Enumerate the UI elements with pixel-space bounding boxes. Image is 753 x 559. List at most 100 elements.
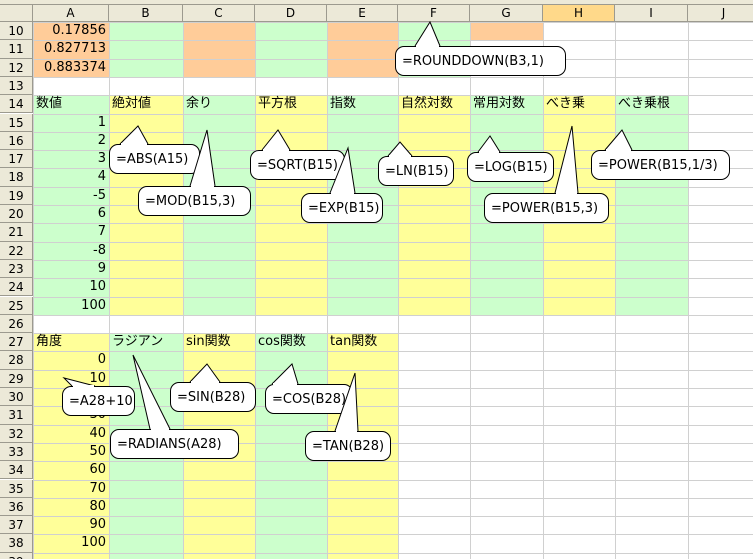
row-header-39[interactable]: 39	[0, 552, 33, 559]
callout-root[interactable]: =POWER(B15,1/3)	[591, 150, 730, 180]
cell-a10[interactable]: 0.17856	[52, 23, 106, 38]
header-cell-e27[interactable]: tan関数	[330, 334, 378, 350]
column-header-h[interactable]: H	[543, 5, 615, 22]
callout-sin[interactable]: =SIN(B28)	[170, 382, 256, 412]
header-cell-b27[interactable]: ラジアン	[112, 334, 164, 350]
header-cell-e14[interactable]: 指数	[330, 96, 357, 112]
header-cell-a27[interactable]: 角度	[36, 334, 63, 350]
callout-cos[interactable]: =COS(B28)	[265, 384, 353, 414]
row-header-34[interactable]: 34	[0, 461, 33, 480]
column-header-c[interactable]: C	[183, 5, 255, 22]
row-header-26[interactable]: 26	[0, 314, 33, 334]
row-header-15[interactable]: 15	[0, 113, 33, 132]
fill-c-top	[183, 22, 255, 77]
cell-a22[interactable]: -8	[93, 242, 106, 258]
callout-log[interactable]: =LOG(B15)	[467, 152, 554, 182]
cell-a19[interactable]: -5	[93, 187, 106, 203]
column-header-d[interactable]: D	[255, 5, 327, 22]
cell-a32[interactable]: 40	[89, 425, 106, 441]
cell-a36[interactable]: 80	[89, 498, 106, 514]
row-header-12[interactable]: 12	[0, 58, 33, 77]
row-header-18[interactable]: 18	[0, 168, 33, 187]
header-cell-i14[interactable]: べき乗根	[618, 96, 671, 112]
callout-abs[interactable]: =ABS(A15)	[109, 144, 200, 174]
callout-radians[interactable]: =RADIANS(A28)	[110, 429, 239, 459]
row-header-14[interactable]: 14	[0, 95, 33, 114]
callout-mod[interactable]: =MOD(B15,3)	[138, 186, 251, 216]
row-header-36[interactable]: 36	[0, 497, 33, 517]
column-header-i[interactable]: I	[615, 5, 688, 22]
cell-a11[interactable]: 0.827713	[43, 41, 106, 57]
header-cell-c14[interactable]: 余り	[186, 96, 213, 112]
cell-a25[interactable]: 100	[81, 297, 106, 313]
callout-power[interactable]: =POWER(B15,3)	[484, 193, 609, 223]
cell-a34[interactable]: 60	[89, 462, 106, 478]
callout-ln[interactable]: =LN(B15)	[378, 156, 454, 186]
select-all-corner[interactable]	[0, 5, 33, 22]
row-header-23[interactable]: 23	[0, 259, 33, 279]
row-header-38[interactable]: 38	[0, 534, 33, 553]
callout-tan[interactable]: =TAN(B28)	[305, 431, 391, 461]
row-header-30[interactable]: 30	[0, 388, 33, 407]
cell-a18[interactable]: 4	[97, 169, 106, 185]
row-header-31[interactable]: 31	[0, 406, 33, 425]
column-header-e[interactable]: E	[327, 5, 398, 22]
header-cell-c27[interactable]: sin関数	[186, 334, 231, 350]
callout-rounddown[interactable]: =ROUNDDOWN(B3,1)	[395, 46, 566, 76]
row-header-28[interactable]: 28	[0, 351, 33, 370]
header-cell-b14[interactable]: 絶対値	[112, 96, 152, 112]
row-header-13[interactable]: 13	[0, 76, 33, 96]
formula-bar-strip	[0, 0, 753, 5]
cell-a23[interactable]: 9	[97, 260, 106, 276]
cell-a21[interactable]: 7	[97, 224, 106, 240]
row-header-16[interactable]: 16	[0, 131, 33, 151]
cell-a17[interactable]: 3	[97, 151, 106, 167]
row-header-33[interactable]: 33	[0, 442, 33, 462]
row-header-11[interactable]: 11	[0, 40, 33, 59]
cell-a16[interactable]: 2	[97, 132, 106, 148]
fill-e-top	[327, 22, 398, 77]
cell-a33[interactable]: 50	[89, 443, 106, 459]
column-header-j[interactable]: J	[688, 5, 753, 22]
header-cell-d14[interactable]: 平方根	[258, 96, 298, 112]
cell-a24[interactable]: 10	[89, 279, 106, 295]
row-header-10[interactable]: 10	[0, 22, 33, 41]
header-cell-h14[interactable]: べき乗	[546, 96, 586, 112]
row-header-27[interactable]: 27	[0, 333, 33, 352]
header-cell-d27[interactable]: cos関数	[258, 334, 306, 350]
fill-a-top	[33, 22, 109, 77]
row-header-35[interactable]: 35	[0, 479, 33, 498]
fill-d-top	[255, 22, 327, 77]
callout-a28[interactable]: =A28+10	[62, 386, 135, 416]
column-header-f[interactable]: F	[398, 5, 470, 22]
header-cell-f14[interactable]: 自然対数	[401, 96, 454, 112]
row-header-17[interactable]: 17	[0, 150, 33, 169]
cell-a35[interactable]: 70	[89, 480, 106, 496]
fill-b-top	[109, 22, 183, 77]
row-header-20[interactable]: 20	[0, 205, 33, 224]
row-header-37[interactable]: 37	[0, 516, 33, 535]
row-header-32[interactable]: 32	[0, 424, 33, 443]
cell-a15[interactable]: 1	[97, 114, 106, 130]
callout-exp[interactable]: =EXP(B15)	[301, 193, 383, 223]
cell-a20[interactable]: 6	[97, 206, 106, 221]
row-header-19[interactable]: 19	[0, 186, 33, 205]
fill-g-top	[470, 22, 543, 41]
header-cell-a14[interactable]: 数値	[36, 96, 63, 112]
row-header-22[interactable]: 22	[0, 241, 33, 260]
row-header-24[interactable]: 24	[0, 278, 33, 297]
header-cell-g14[interactable]: 常用対数	[473, 96, 526, 112]
row-header-21[interactable]: 21	[0, 223, 33, 242]
callout-sqrt[interactable]: =SQRT(B15)	[250, 150, 345, 180]
row-header-25[interactable]: 25	[0, 296, 33, 315]
cell-a28[interactable]: 0	[97, 352, 106, 368]
column-header-a[interactable]: A	[33, 5, 109, 22]
cell-a38[interactable]: 100	[81, 535, 106, 551]
column-header-b[interactable]: B	[109, 5, 183, 22]
column-header-g[interactable]: G	[470, 5, 543, 22]
cell-a12[interactable]: 0.883374	[43, 59, 106, 75]
cell-a37[interactable]: 90	[89, 517, 106, 533]
row-header-29[interactable]: 29	[0, 369, 33, 388]
